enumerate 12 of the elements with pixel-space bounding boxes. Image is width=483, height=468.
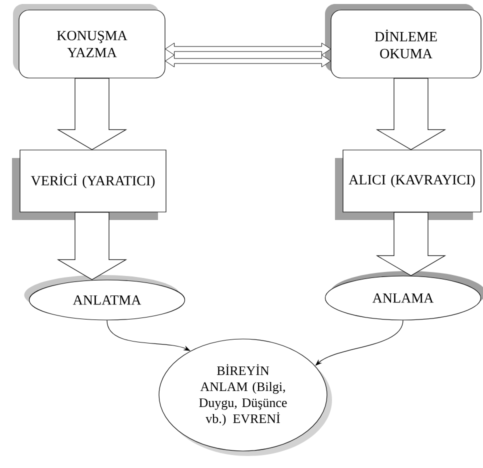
speech-box: KONUŞMA YAZMA bbox=[13, 4, 166, 78]
curved-arrow bbox=[315, 320, 404, 366]
block-arrow bbox=[376, 78, 446, 150]
node-label: ANLAMA bbox=[372, 293, 434, 303]
listening-box: DİNLEME OKUMA bbox=[325, 4, 482, 78]
receiver-box: ALICI (KAVRAYICI) bbox=[335, 150, 482, 220]
block-arrow bbox=[376, 212, 446, 276]
block-arrow bbox=[56, 212, 128, 280]
block-arrow bbox=[56, 78, 128, 150]
double-arrow bbox=[165, 54, 331, 68]
double-arrow bbox=[165, 42, 331, 56]
sender-box: VERİCİ (YARATICI) bbox=[12, 150, 166, 220]
